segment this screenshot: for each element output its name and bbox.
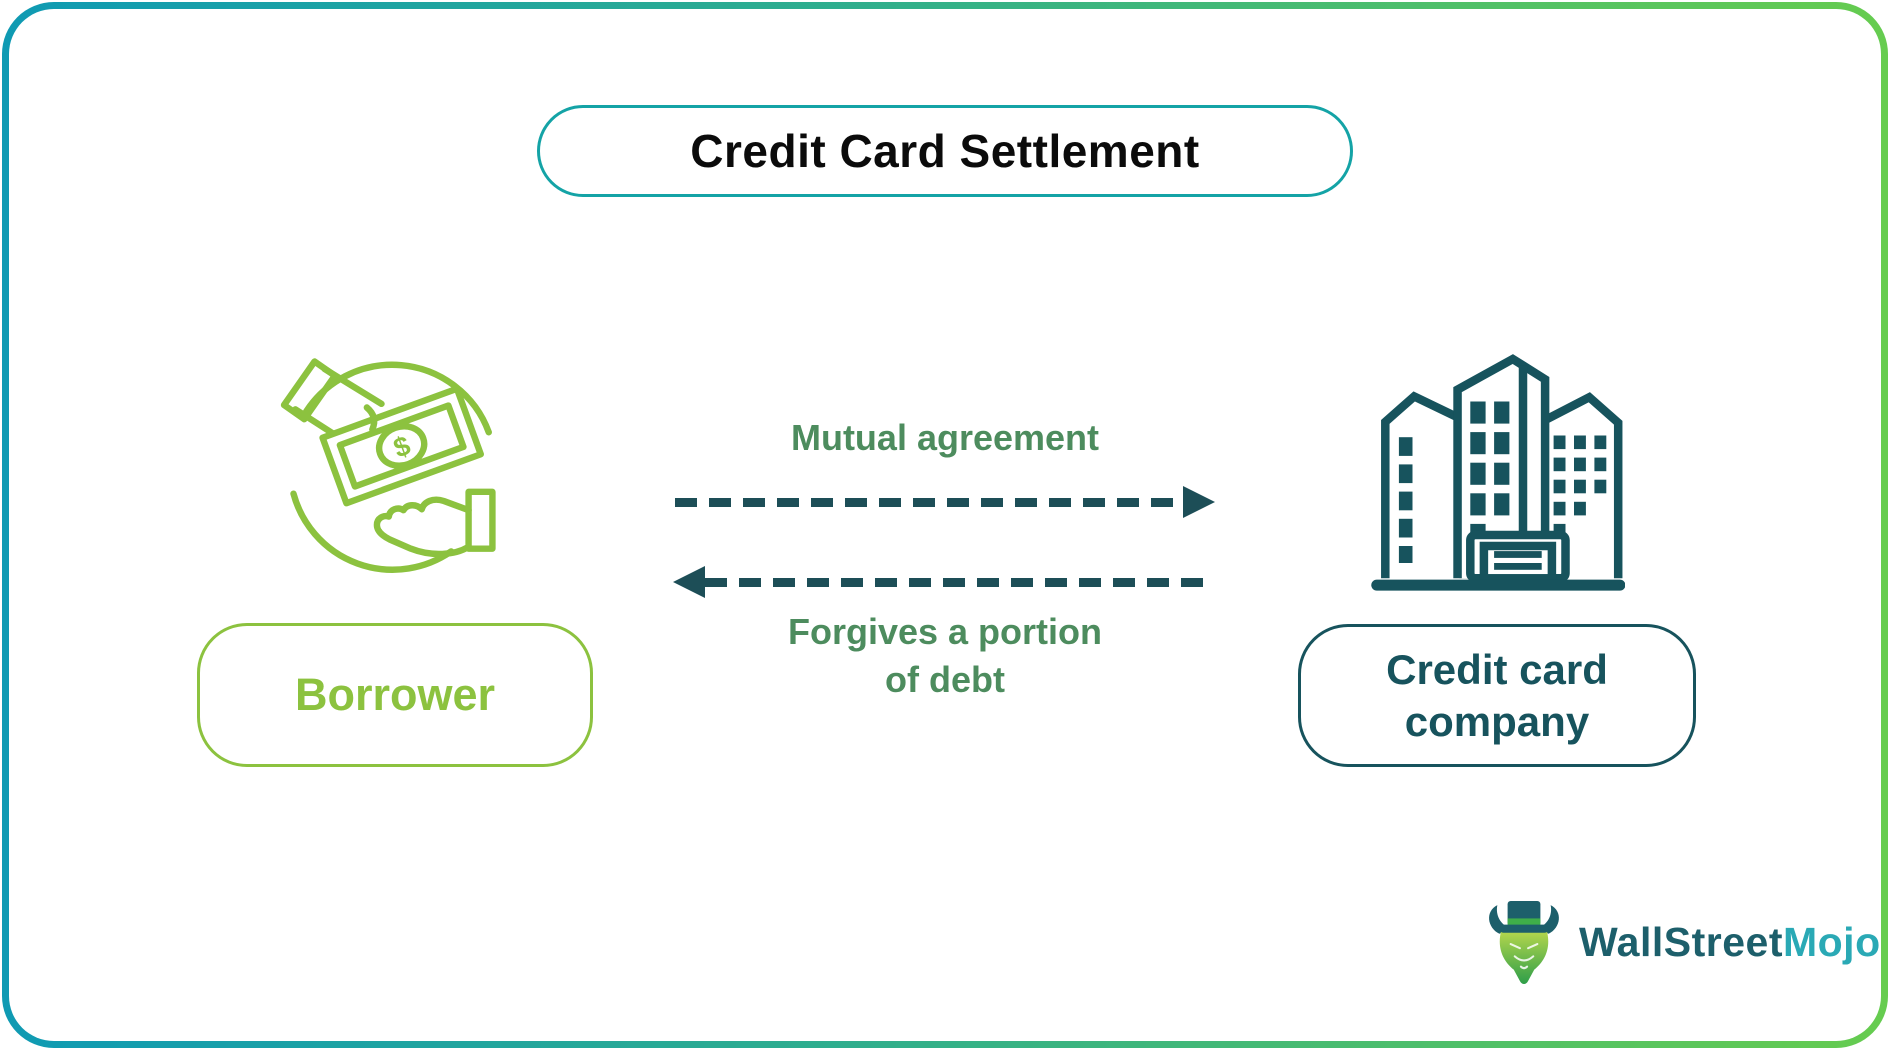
mutual-agreement-label: Mutual agreement — [790, 417, 1100, 458]
wallstreetmojo-logo: WallStreetMojo — [1483, 896, 1881, 988]
forgives-debt-label: Forgives a portion of debt — [787, 611, 1103, 700]
bull-with-top-hat-icon — [1489, 901, 1559, 985]
arrow-right-head-icon — [1183, 486, 1215, 518]
arrow-left-head-icon — [673, 566, 705, 598]
logo-text-primary: WallStreet — [1579, 918, 1783, 965]
logo-text-accent: Mojo — [1782, 918, 1881, 965]
borrower-label: Borrower — [294, 669, 496, 720]
page-title: Credit Card Settlement — [690, 125, 1200, 177]
hand-giving-money-icon: $ — [280, 358, 496, 573]
office-buildings-icon — [1371, 354, 1625, 591]
forgives-debt-arrow — [705, 578, 1205, 587]
credit-card-company-label: Credit card company — [1386, 645, 1608, 745]
credit-card-company-box: Credit card company — [1298, 624, 1696, 767]
diagram-title-box: Credit Card Settlement — [537, 105, 1353, 197]
mutual-agreement-arrow — [675, 498, 1185, 507]
logo-text: WallStreetMojo — [1579, 919, 1881, 966]
borrower-box: Borrower — [197, 623, 593, 767]
